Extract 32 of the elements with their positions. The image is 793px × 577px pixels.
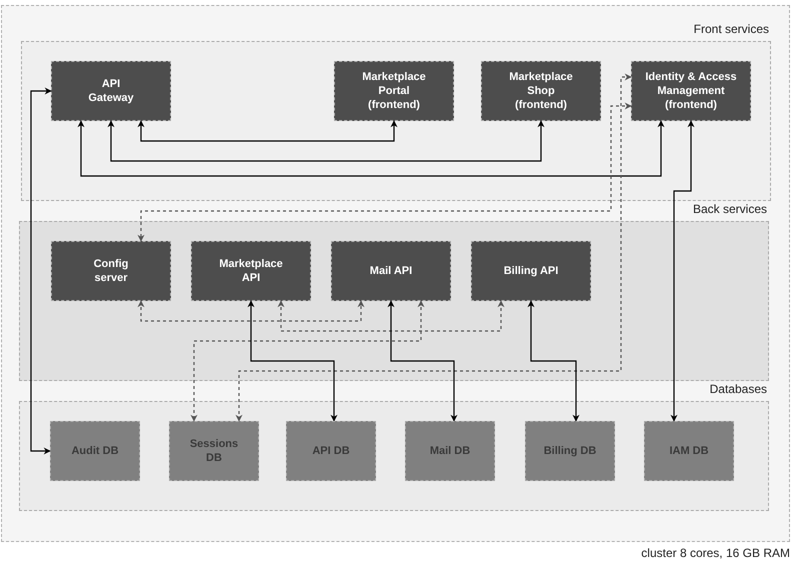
- connector: [528, 300, 580, 422]
- service-box: Billing API: [471, 241, 591, 301]
- database-box: Sessions DB: [169, 421, 259, 481]
- connector: [670, 120, 694, 422]
- service-box: Config server: [51, 241, 171, 301]
- dashed-connector: [236, 74, 632, 422]
- connector: [248, 300, 338, 422]
- connector: [78, 120, 664, 177]
- dashed-connector: [278, 300, 504, 332]
- connector: [108, 120, 544, 162]
- service-box: Marketplace API: [191, 241, 311, 301]
- group-heading: Front services: [694, 22, 769, 36]
- service-box: Marketplace Portal (frontend): [334, 61, 454, 121]
- service-box: Marketplace Shop (frontend): [481, 61, 601, 121]
- connector: [388, 300, 458, 422]
- dashed-connector: [190, 300, 424, 422]
- service-box: Identity & Access Management (frontend): [631, 61, 751, 121]
- service-box: Mail API: [331, 241, 451, 301]
- group-heading: Databases: [710, 382, 767, 396]
- database-box: Audit DB: [50, 421, 140, 481]
- database-box: Billing DB: [525, 421, 615, 481]
- database-box: Mail DB: [405, 421, 495, 481]
- dashed-connector: [138, 300, 364, 322]
- cluster-heading: cluster 8 cores, 16 GB RAM: [641, 546, 790, 560]
- group-heading: Back services: [692, 202, 767, 216]
- connector: [138, 120, 398, 142]
- database-box: API DB: [286, 421, 376, 481]
- service-box: API Gateway: [51, 61, 171, 121]
- database-box: IAM DB: [644, 421, 734, 481]
- service-group: [19, 381, 769, 511]
- dashed-connector: [138, 102, 632, 242]
- connector: [30, 88, 52, 454]
